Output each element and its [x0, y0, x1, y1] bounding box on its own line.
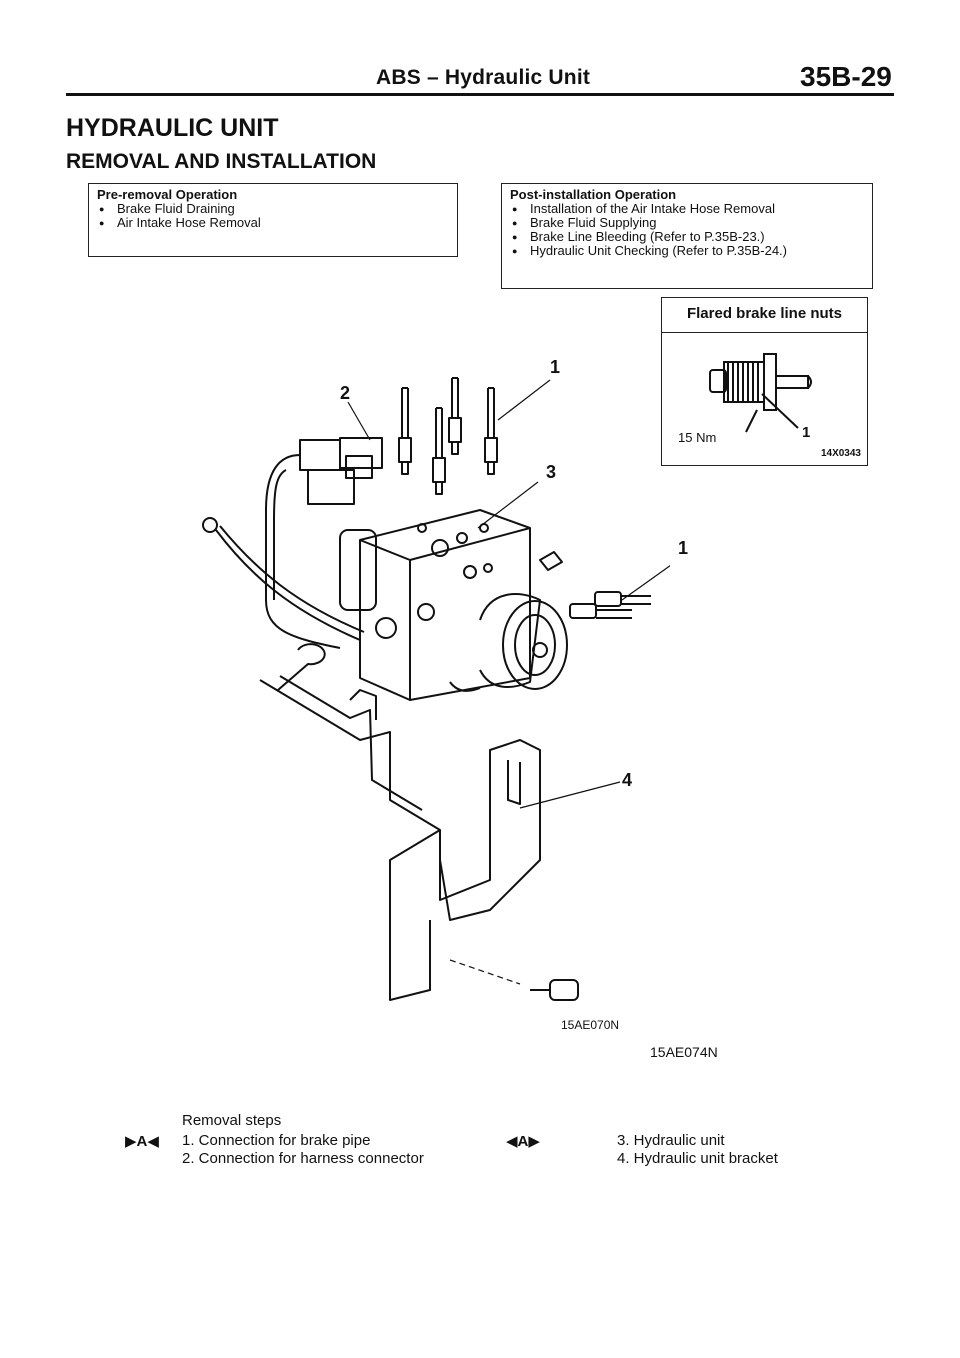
pre-removal-item: Air Intake Hose Removal	[97, 216, 449, 231]
page-title: HYDRAULIC UNIT	[66, 114, 279, 142]
service-point-mark-removal: ▶A◀	[125, 1133, 159, 1150]
callout-4: 4	[622, 770, 633, 790]
callout-2: 2	[340, 383, 351, 403]
callout-1-top: 1	[550, 357, 561, 377]
section-title: ABS – Hydraulic Unit	[376, 66, 591, 89]
harness-connector	[265, 437, 383, 649]
inset-title: Flared brake line nuts	[662, 298, 867, 333]
header-rule	[66, 93, 894, 96]
figure-code-1: 15AE070N	[561, 1018, 620, 1032]
ground-wire	[202, 517, 365, 641]
page-number: 35B-29	[800, 61, 892, 92]
leader-lines	[347, 379, 670, 985]
removal-step: 1. Connection for brake pipe	[182, 1132, 371, 1149]
hydraulic-unit-body	[339, 509, 563, 701]
removal-steps-title: Removal steps	[182, 1112, 282, 1129]
post-installation-list: Installation of the Air Intake Hose Remo…	[510, 202, 864, 259]
callout-1-right: 1	[678, 538, 689, 558]
figure-code-2: 15AE074N	[650, 1044, 718, 1060]
removal-step: 4. Hydraulic unit bracket	[617, 1150, 778, 1167]
inset-figure-code: 14X0343	[820, 448, 861, 459]
pre-removal-item: Brake Fluid Draining	[97, 202, 449, 217]
flare-nut-illustration	[709, 353, 812, 433]
post-installation-item: Brake Line Bleeding (Refer to P.35B-23.)	[510, 230, 864, 245]
removal-step: 3. Hydraulic unit	[617, 1132, 725, 1149]
pump-motor	[449, 593, 568, 692]
post-installation-box: Post-installation Operation Installation…	[501, 183, 873, 289]
pipe-nuts	[569, 591, 651, 619]
service-point-mark-installation: ◀A▶	[506, 1133, 540, 1150]
flare-nut-inset: Flared brake line nuts 15 Nm 1 14X0343	[661, 297, 868, 466]
hydraulic-unit-exploded-diagram	[202, 377, 670, 1001]
inset-callout: 1	[802, 424, 811, 441]
post-installation-item: Hydraulic Unit Checking (Refer to P.35B-…	[510, 244, 864, 259]
torque-spec: 15 Nm	[678, 430, 717, 445]
hydraulic-unit-bracket	[259, 643, 579, 1001]
post-installation-title: Post-installation Operation	[510, 187, 677, 202]
pre-removal-box: Pre-removal Operation Brake Fluid Draini…	[88, 183, 458, 257]
callout-3: 3	[546, 462, 557, 482]
pre-removal-list: Brake Fluid Draining Air Intake Hose Rem…	[97, 202, 449, 231]
brake-pipes	[398, 377, 498, 495]
page-subtitle: REMOVAL AND INSTALLATION	[66, 150, 377, 173]
post-installation-item: Brake Fluid Supplying	[510, 216, 864, 231]
pre-removal-title: Pre-removal Operation	[97, 187, 238, 202]
removal-step: 2. Connection for harness connector	[182, 1150, 424, 1167]
post-installation-item: Installation of the Air Intake Hose Remo…	[510, 202, 864, 217]
